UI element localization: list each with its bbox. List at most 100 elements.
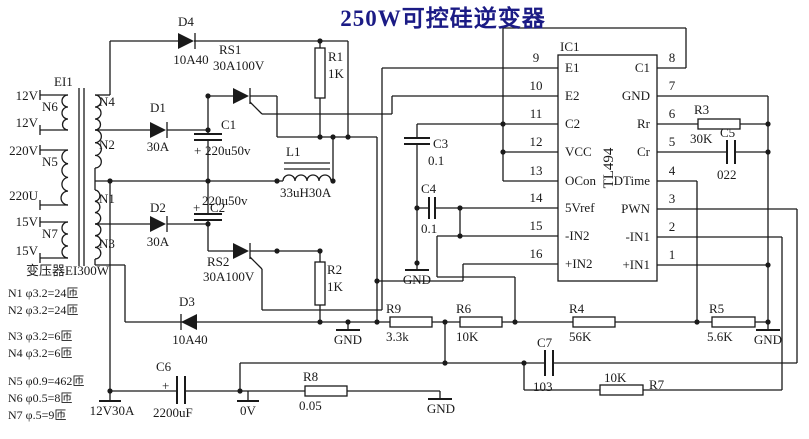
label-r8: R8 bbox=[303, 369, 318, 384]
terminal-12v-b: 12V bbox=[16, 115, 39, 130]
pin-num-15: 15 bbox=[530, 218, 543, 233]
resistor-r6 bbox=[459, 316, 503, 328]
terminal-220u: 220U bbox=[9, 188, 39, 203]
pin-label-e2: E2 bbox=[565, 88, 579, 103]
label-r9: R9 bbox=[386, 301, 401, 316]
resistor-r4 bbox=[572, 316, 616, 328]
pin-num-3: 3 bbox=[669, 191, 676, 206]
winding-n6: N6 bbox=[42, 99, 58, 114]
label-d1: D1 bbox=[150, 100, 166, 115]
pin-label-rr: Rr bbox=[637, 116, 651, 131]
inductor-l1 bbox=[282, 162, 332, 182]
value-d1: 30A bbox=[147, 139, 170, 154]
terminal-12v-a: 12V bbox=[16, 88, 39, 103]
label-c7: C7 bbox=[537, 335, 553, 350]
spec-n5: N5 φ0.9=462匝 bbox=[8, 374, 84, 388]
capacitor-c5 bbox=[726, 140, 736, 164]
spec-n2: N2 φ3.2=24匝 bbox=[8, 303, 78, 317]
value-r8: 0.05 bbox=[299, 398, 322, 413]
value-r2: 1K bbox=[327, 279, 344, 294]
pin-num-2: 2 bbox=[669, 219, 676, 234]
capacitor-c4 bbox=[428, 197, 436, 219]
scr-rs1 bbox=[233, 88, 251, 104]
label-c2: C2 bbox=[210, 200, 225, 215]
label-r1: R1 bbox=[328, 49, 343, 64]
diode-d1 bbox=[150, 122, 168, 138]
pin-label-gnd: GND bbox=[622, 88, 650, 103]
spec-n6: N6 φ0.5=8匝 bbox=[8, 391, 72, 405]
ic1-part-number: TL494 bbox=[601, 147, 617, 188]
transformer-name: EI1 bbox=[54, 74, 73, 89]
value-r1: 1K bbox=[328, 66, 345, 81]
spec-n1: N1 φ3.2=24匝 bbox=[8, 286, 78, 300]
value-r5: 5.6K bbox=[707, 329, 733, 344]
transformer-caption: 变压器EI300W bbox=[26, 263, 110, 278]
label-r4: R4 bbox=[569, 301, 585, 316]
gnd-label-bottom: GND bbox=[427, 401, 455, 416]
pin-label-e1: E1 bbox=[565, 60, 579, 75]
scr-rs2 bbox=[233, 243, 251, 259]
label-rs1: RS1 bbox=[219, 42, 241, 57]
supply-label: 12V30A bbox=[90, 403, 135, 418]
spec-n4: N4 φ3.2=6匝 bbox=[8, 346, 72, 360]
ground-symbols bbox=[99, 269, 780, 402]
label-r5: R5 bbox=[709, 301, 724, 316]
label-d4: D4 bbox=[178, 14, 194, 29]
pin-num-13: 13 bbox=[530, 163, 543, 178]
polarity-c1: + bbox=[194, 143, 201, 158]
pin-num-11: 11 bbox=[530, 106, 543, 121]
value-r9: 3.3k bbox=[386, 329, 409, 344]
polarity-c6: + bbox=[162, 378, 169, 393]
pin-label-in1p: +IN1 bbox=[622, 257, 650, 272]
polarity-c2: + bbox=[193, 200, 200, 215]
pin-num-1: 1 bbox=[669, 247, 676, 262]
value-c6: 2200uF bbox=[153, 405, 193, 420]
capacitor-c6 bbox=[176, 376, 186, 404]
transformer-ei1 bbox=[39, 88, 102, 266]
label-c5: C5 bbox=[720, 125, 735, 140]
resistor-r3 bbox=[697, 118, 741, 130]
label-d2: D2 bbox=[150, 200, 166, 215]
pin-num-9: 9 bbox=[533, 50, 540, 65]
pin-num-14: 14 bbox=[530, 190, 544, 205]
winding-n5: N5 bbox=[42, 154, 58, 169]
resistor-r2 bbox=[314, 261, 326, 306]
value-rs1: 30A100V bbox=[213, 58, 265, 73]
gnd-label-r5: GND bbox=[754, 332, 782, 347]
pin-label-pwn: PWN bbox=[621, 201, 651, 216]
ic1-body bbox=[557, 54, 658, 282]
pin-num-16: 16 bbox=[530, 246, 544, 261]
pin-label-dtime: DTime bbox=[614, 173, 651, 188]
value-d3: 10A40 bbox=[172, 332, 207, 347]
winding-n3: N3 bbox=[99, 236, 115, 251]
value-c4: 0.1 bbox=[421, 221, 437, 236]
resistor-r5 bbox=[711, 316, 756, 328]
pin-label-c1-out: C1 bbox=[635, 60, 650, 75]
winding-n4: N4 bbox=[99, 94, 115, 109]
pin-label-in2n: -IN2 bbox=[565, 228, 590, 243]
pin-num-4: 4 bbox=[669, 163, 676, 178]
pin-num-12: 12 bbox=[530, 134, 543, 149]
pin-label-in2p: +IN2 bbox=[565, 256, 593, 271]
terminal-15v-b: 15V bbox=[16, 243, 39, 258]
pin-label-ocon: OCon bbox=[565, 173, 597, 188]
junction-dots bbox=[107, 38, 771, 394]
spec-n7: N7 φ.5=9匝 bbox=[8, 408, 66, 422]
gnd-label-r2: GND bbox=[334, 332, 362, 347]
label-c6: C6 bbox=[156, 359, 172, 374]
pin-label-vcc: VCC bbox=[565, 144, 592, 159]
resistor-r1 bbox=[314, 47, 326, 99]
value-r7: 10K bbox=[604, 370, 627, 385]
winding-n1: N1 bbox=[99, 191, 115, 206]
label-r3: R3 bbox=[694, 102, 709, 117]
value-d4: 10A40 bbox=[173, 52, 208, 67]
pin-num-10: 10 bbox=[530, 78, 543, 93]
value-d2: 30A bbox=[147, 234, 170, 249]
value-r6: 10K bbox=[456, 329, 479, 344]
pin-num-6: 6 bbox=[669, 106, 676, 121]
wires bbox=[94, 27, 798, 401]
value-c1: 220u50v bbox=[205, 143, 251, 158]
resistor-r9 bbox=[389, 316, 433, 328]
label-r7: R7 bbox=[649, 377, 665, 392]
